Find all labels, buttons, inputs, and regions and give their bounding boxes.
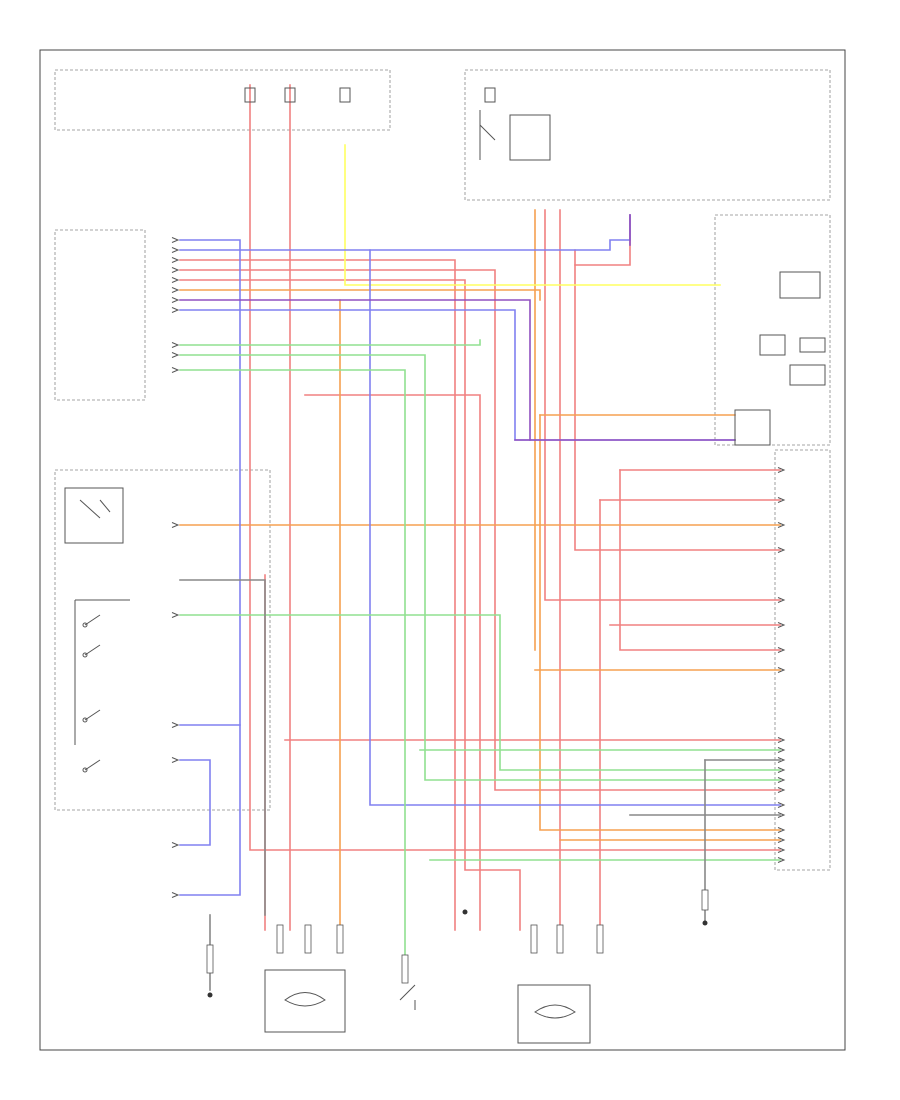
wire-orange-v3 [534, 209, 781, 671]
relay-box-outline [464, 69, 831, 201]
wire-red-v1 [249, 84, 781, 851]
fuse-icon [244, 87, 496, 103]
passing-switch-icon [399, 984, 416, 1010]
wire-green-2 [179, 354, 781, 781]
wire-red-v15 [304, 394, 481, 931]
control-unit-outline [54, 229, 146, 401]
right-headlight-lamp-icon [517, 984, 591, 1044]
connector-tag [171, 257, 180, 263]
wire-red-v5 [179, 279, 521, 931]
wire-red-v4 [179, 269, 781, 791]
connector-tag [171, 842, 180, 848]
wire-blue-2 [179, 214, 631, 251]
connector-tag [171, 237, 180, 243]
components [64, 87, 826, 1044]
relay-icon [479, 110, 551, 161]
ground-icon [207, 992, 213, 998]
module-components [734, 271, 826, 446]
wire-red-v8 [574, 249, 781, 551]
connector-tag [777, 857, 786, 863]
diagram-border [39, 49, 846, 1051]
wire-blue-6 [369, 249, 781, 806]
wire-red-v12 [619, 469, 781, 651]
connector-tag [777, 767, 786, 773]
wire-blue-4 [179, 759, 211, 846]
grounds [207, 909, 708, 998]
wire-blue-1 [179, 239, 241, 896]
connector-tag [777, 747, 786, 753]
wire-orange-h3 [179, 289, 541, 301]
connector-tag [777, 547, 786, 553]
connector-tag [777, 497, 786, 503]
connector-tag [777, 837, 786, 843]
connector-tag [171, 277, 180, 283]
connector-tag [777, 802, 786, 808]
connector-tag [777, 467, 786, 473]
left-headlight-lamp-icon [264, 969, 346, 1033]
connector-tag [171, 367, 180, 373]
connector-tag [777, 812, 786, 818]
connector-tag [171, 722, 180, 728]
connector-tag [777, 597, 786, 603]
connector-tag [171, 522, 180, 528]
wire-gray-1 [179, 579, 266, 916]
connector-tag [777, 522, 786, 528]
wire-red-v3 [179, 259, 456, 931]
connector-icon [206, 889, 709, 984]
switch-icon [74, 599, 130, 773]
connector-tag [777, 622, 786, 628]
connector-tag [171, 892, 180, 898]
connector-tag [171, 342, 180, 348]
fuse-box-outline [54, 69, 391, 131]
wire-green-3 [179, 369, 406, 961]
connector-tag [171, 352, 180, 358]
connector-tags [171, 237, 786, 898]
wire-yellow [344, 144, 721, 286]
connector-tag [171, 247, 180, 253]
connector-tag [777, 777, 786, 783]
wire-red-v7 [544, 209, 781, 601]
connector-tag [777, 667, 786, 673]
connector-tag [171, 612, 180, 618]
control-module-outline [714, 214, 831, 446]
connector-tag [777, 787, 786, 793]
connector-tag [171, 267, 180, 273]
connector-tag [171, 297, 180, 303]
wires [179, 84, 781, 991]
connector-tag [777, 827, 786, 833]
hazard-switch-icon [64, 487, 124, 544]
connector-tag [777, 757, 786, 763]
module-outlines [54, 69, 831, 871]
connector-tag [171, 307, 180, 313]
connector-tag [777, 847, 786, 853]
combination-switch-outline [54, 469, 271, 811]
ground-icon [462, 909, 468, 915]
wire-green-1 [179, 339, 481, 346]
connector-tag [171, 757, 180, 763]
wire-orange-v2 [539, 414, 781, 831]
wire-green-4 [179, 614, 781, 771]
wire-purple-1 [179, 299, 531, 441]
connector-block-outline [774, 449, 831, 871]
connector-tag [777, 737, 786, 743]
ground-icon [702, 920, 708, 926]
connector-tag [777, 647, 786, 653]
connector-tag [171, 287, 180, 293]
wire-blue-5 [179, 309, 736, 441]
